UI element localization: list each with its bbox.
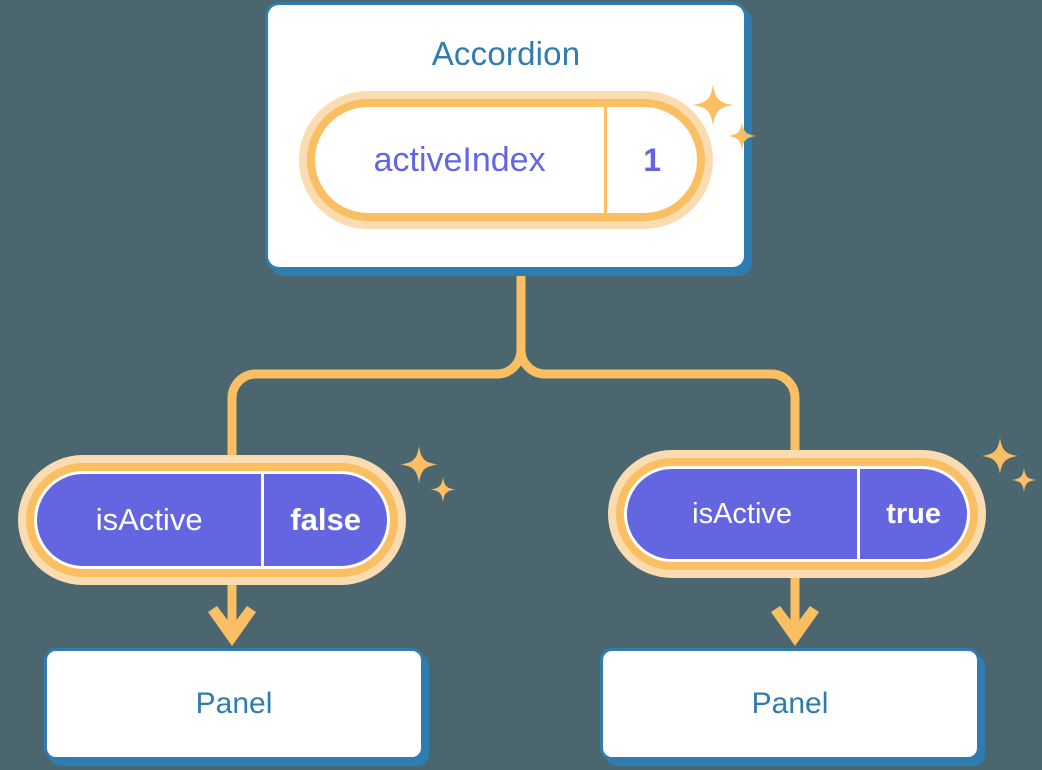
node-panel-left[interactable]: Panel [44,648,424,760]
state-pill-value: 1 [643,141,661,178]
sparkle-icon [400,446,456,502]
panel-title: Panel [195,687,273,720]
sparkle-icon [982,438,1036,492]
node-panel-right[interactable]: Panel [600,648,980,760]
state-pill-key: activeIndex [373,140,546,179]
state-pill-value: true [886,497,941,530]
state-pill-is-active-false[interactable]: isActive false [34,471,390,569]
state-pill-key: isActive [95,502,203,537]
state-pill-key: isActive [692,497,793,530]
state-pill-divider [261,474,265,566]
state-pill-divider [604,107,608,213]
arrow-down-icon-right [771,562,819,646]
state-pill-active-index[interactable]: activeIndex 1 [307,99,705,221]
state-pill-value: false [290,502,361,537]
panel-title: Panel [751,687,829,720]
connector-branch-left [227,349,526,471]
arrow-down-icon-left [208,569,256,646]
connector-branch-right [516,349,800,466]
page-title: Accordion [431,35,581,72]
state-pill-divider [857,469,861,559]
state-pill-is-active-true[interactable]: isActive true [624,466,970,562]
